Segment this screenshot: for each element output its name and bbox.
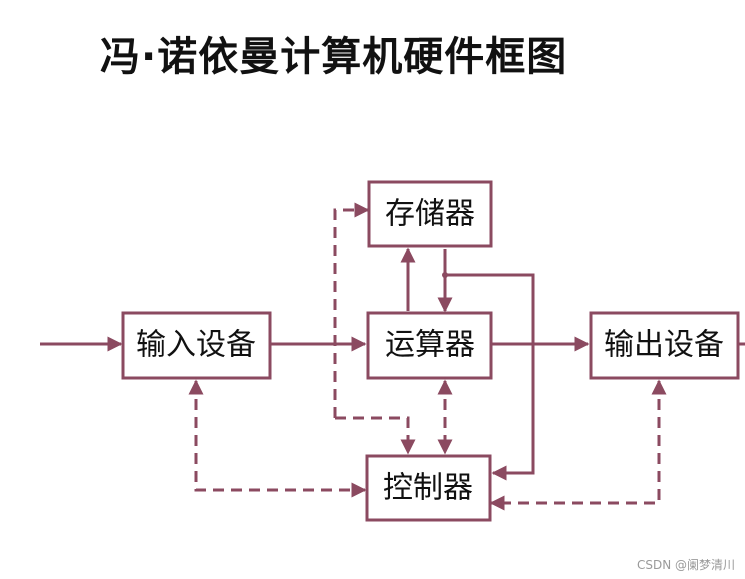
junction-dot [442,272,448,278]
control-to-memory-dashed-arrow [333,202,370,418]
input-control-dashed-arrow [188,379,367,498]
diagram-title: 冯·诺依曼计算机硬件框图 [100,34,568,80]
input-device-label: 输入设备 [136,328,256,363]
dashed-to-control-arrow [335,416,416,455]
watermark: CSDN @阑梦清川 [636,558,735,572]
control-unit-node: 控制器 [365,454,492,522]
input-device-node: 输入设备 [121,311,272,380]
memory-label: 存储器 [385,197,475,232]
alu-label: 运算器 [385,328,475,363]
output-control-dashed-arrow [489,379,667,511]
memory-node: 存储器 [367,180,493,248]
alu-node: 运算器 [366,311,493,380]
control-unit-label: 控制器 [383,471,473,506]
output-device-node: 输出设备 [589,311,740,380]
output-device-label: 输出设备 [604,328,724,363]
